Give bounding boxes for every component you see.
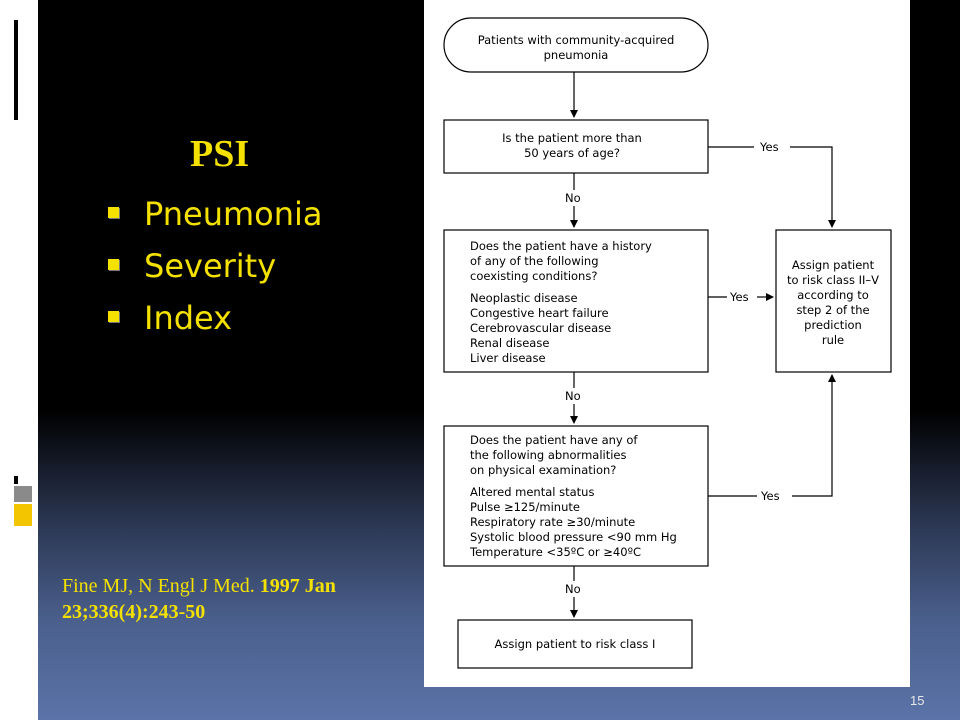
question-exam-box [443,425,709,567]
assign-high-text: prediction [804,318,862,332]
question-conditions-text: coexisting conditions? [470,269,597,283]
bullet-square-icon [108,207,119,218]
flowchart: Patients with community-acquired pneumon… [443,17,892,669]
exam-item: Respiratory rate ≥30/minute [470,515,635,529]
bullet-item: Index [108,292,323,344]
decoration-bar [14,504,32,526]
start-text: pneumonia [544,48,609,62]
yes-label: Yes [760,489,780,503]
slide-title: PSI [190,133,250,175]
left-decoration-strip [0,0,38,720]
question-exam-text: the following abnormalities [470,448,627,462]
start-node [443,17,709,73]
question-age-text: Is the patient more than [502,131,642,145]
decoration-bar [14,476,36,484]
exam-item: Altered mental status [470,485,594,499]
no-label: No [565,191,581,205]
bullet-square-icon [108,311,119,322]
page-number: 15 [910,693,925,708]
exam-item: Temperature <35ºC or ≥40ºC [469,545,641,559]
condition-item: Congestive heart failure [470,306,609,320]
question-conditions-box [443,229,709,373]
condition-item: Liver disease [470,351,546,365]
start-text: Patients with community-acquired [478,33,675,47]
assign-high-text: rule [822,333,844,347]
assign-high-text: Assign patient [792,258,875,272]
bullet-item: Severity [108,240,323,292]
no-label: No [565,389,581,403]
assign-high-risk-box [775,229,892,373]
citation: Fine MJ, N Engl J Med. 1997 Jan 23;336(4… [62,575,336,623]
question-conditions-text: Does the patient have a history [470,239,652,253]
question-exam-text: on physical examination? [470,463,616,477]
no-label: No [565,582,581,596]
bullet-square-icon [108,259,119,270]
assign-high-text: to risk class II–V [787,273,879,287]
assign-low-text: Assign patient to risk class I [495,637,656,651]
question-exam-text: Does the patient have any of [470,433,638,447]
assign-low-risk-box [457,619,693,669]
exam-item: Pulse ≥125/minute [470,500,580,514]
condition-item: Renal disease [470,336,549,350]
question-conditions-text: of any of the following [470,254,599,268]
assign-high-text: step 2 of the [796,303,869,317]
decoration-bar [14,20,36,120]
yes-label: Yes [729,290,749,304]
condition-item: Neoplastic disease [470,291,578,305]
condition-item: Cerebrovascular disease [470,321,611,335]
exam-item: Systolic blood pressure <90 mm Hg [470,530,677,544]
decoration-bar [14,486,32,502]
question-age-text: 50 years of age? [524,146,620,160]
arrow-exam-yes-to-high [792,374,836,497]
bullet-item: Pneumonia [108,188,323,240]
assign-high-text: according to [797,288,869,302]
question-age-box [443,119,709,174]
bullet-list: Pneumonia Severity Index [108,188,323,344]
arrow-age-yes-to-high [790,146,836,228]
yes-label: Yes [759,140,779,154]
